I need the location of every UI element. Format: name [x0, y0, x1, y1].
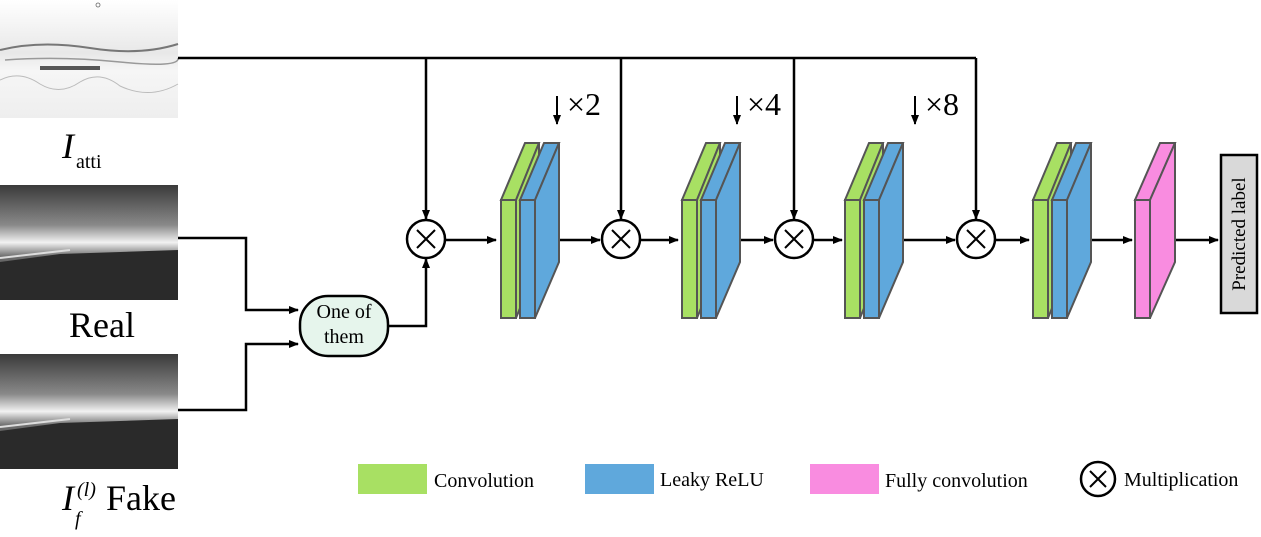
fake-superscript: (l): [77, 479, 96, 501]
layer-block-4: [1031, 142, 1093, 319]
multiply-node-1: [405, 218, 447, 260]
svg-text:×2: ×2: [567, 86, 601, 122]
multiply-node-2: [600, 218, 642, 260]
legend: Convolution Leaky ReLU Fully convolution…: [358, 460, 1238, 498]
legend-convolution-label: Convolution: [434, 470, 534, 492]
svg-text:×4: ×4: [747, 86, 781, 122]
connections: [178, 56, 1219, 412]
downsample-8: ×8: [911, 86, 959, 125]
legend-fully-conv-swatch: [810, 464, 879, 494]
fake-label: Fake: [106, 478, 176, 518]
legend-convolution-swatch: [358, 464, 427, 494]
layer-block-3: [843, 142, 905, 319]
layer-block-1: [499, 142, 561, 319]
attention-map-image: [0, 0, 179, 118]
fake-subscript: f: [75, 508, 83, 530]
layer-block-2: [680, 142, 742, 319]
selector-node: One of them: [298, 294, 390, 358]
legend-leaky-relu-label: Leaky ReLU: [660, 469, 764, 491]
legend-fully-conv-label: Fully convolution: [885, 470, 1028, 492]
real-label: Real: [69, 305, 135, 345]
selector-line1: One of: [317, 301, 372, 323]
multiply-node-4: [955, 218, 997, 260]
downsample-4: ×4: [733, 86, 781, 125]
legend-multiplication-label: Multiplication: [1124, 469, 1238, 491]
legend-multiplication-icon: [1079, 460, 1117, 498]
real-image: [0, 185, 178, 300]
predicted-label-box: Predicted label: [1219, 153, 1259, 315]
downsample-2: ×2: [553, 86, 601, 125]
multiply-node-3: [773, 218, 815, 260]
fake-symbol-label: I: [61, 478, 76, 518]
fully-conv-block: [1133, 142, 1177, 319]
svg-text:×8: ×8: [925, 86, 959, 122]
legend-leaky-relu-swatch: [585, 464, 654, 494]
predicted-label-text: Predicted label: [1229, 177, 1250, 290]
fake-image: [0, 354, 178, 469]
selector-line2: them: [324, 326, 364, 348]
